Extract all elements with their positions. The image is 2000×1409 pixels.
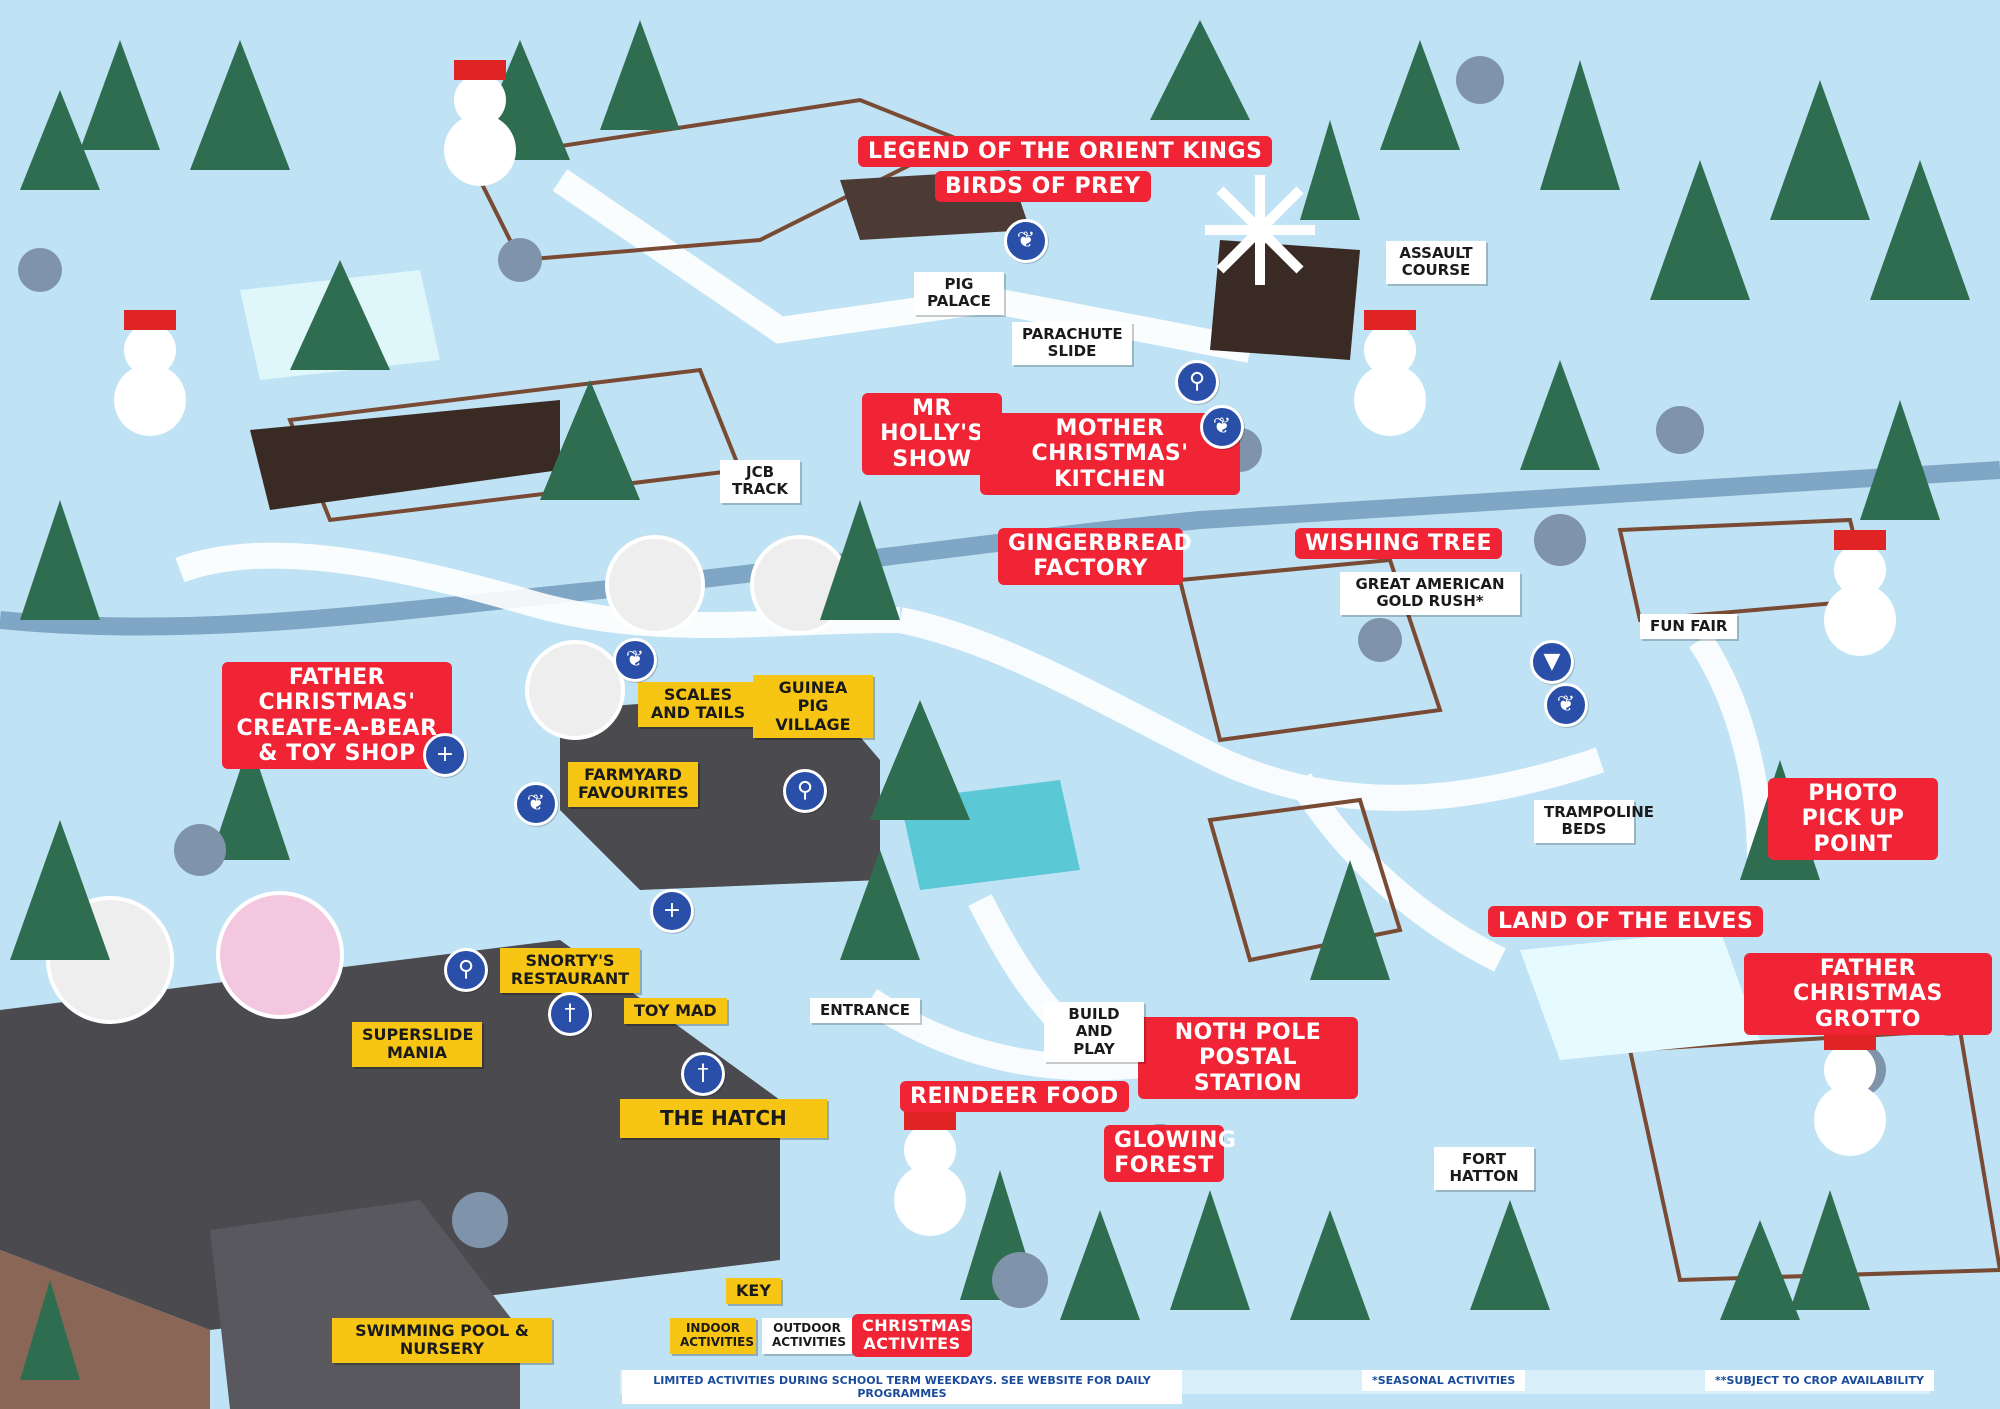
label-father-christmas-create-a-bear[interactable]: Father Christmas' Create-a-Bear & Toy Sh… [222,662,452,770]
snowflake-sculpture [1205,175,1315,285]
hand-wash-icon: ❦ [1544,683,1588,727]
label-fun-fair[interactable]: Fun Fair [1640,614,1738,640]
label-mother-christmas-kitchen[interactable]: Mother Christmas' Kitchen [980,413,1240,495]
label-land-of-the-elves[interactable]: Land of the Elves [1488,906,1764,938]
key-indoor: Indoor Activities [670,1318,756,1354]
label-legend-orient-kings[interactable]: Legend of the Orient Kings [858,136,1273,168]
footer-seasonal: *Seasonal activities [1362,1370,1526,1391]
label-birds-of-prey[interactable]: Birds of Prey [935,171,1151,203]
label-fort-hatton[interactable]: Fort Hatton [1434,1147,1534,1190]
first-aid-icon: + [650,889,694,933]
label-trampoline-beds[interactable]: Trampoline Beds [1534,800,1654,843]
label-the-hatch[interactable]: The Hatch [620,1099,827,1138]
label-build-and-play[interactable]: Build and Play [1044,1002,1144,1062]
label-pig-palace[interactable]: Pig Palace [914,272,1004,315]
restaurant-icon: † [548,992,592,1036]
hand-wash-icon: ❦ [1004,219,1048,263]
hand-wash-icon: ❦ [1200,405,1244,449]
label-scales-and-tails[interactable]: Scales and Tails [638,682,758,727]
label-assault-course[interactable]: Assault Course [1386,241,1486,284]
hand-wash-icon: ❦ [613,638,657,682]
label-north-pole-postal-station[interactable]: Noth Pole Postal Station [1138,1017,1358,1099]
key-christmas: Christmas Activites [852,1314,972,1357]
label-father-christmas-grotto[interactable]: Father Christmas Grotto [1744,953,1992,1035]
footpaths [175,169,1773,1081]
buildings [0,170,1760,1409]
key-title: Key [726,1278,781,1305]
footer-crop: **Subject to crop availability [1705,1370,1934,1391]
label-wishing-tree[interactable]: Wishing Tree [1295,528,1503,560]
river [0,461,2000,636]
label-jcb-track[interactable]: JCB Track [720,460,800,503]
label-swimming-pool-nursery[interactable]: Swimming Pool & Nursery [332,1318,552,1363]
label-great-american-gold-rush[interactable]: Great American Gold Rush* [1340,572,1520,615]
label-reindeer-food[interactable]: Reindeer Food [900,1081,1129,1113]
toilets-icon: ⚲ [444,948,488,992]
label-entrance[interactable]: Entrance [810,998,920,1024]
label-superslide-mania[interactable]: Superslide Mania [352,1022,482,1067]
label-guinea-pig-village[interactable]: Guinea Pig Village [753,675,873,739]
label-gingerbread-factory[interactable]: Gingerbread Factory [998,528,1192,585]
snowmen [114,60,1896,1236]
key-outdoor: Outdoor Activities [762,1318,852,1354]
label-mr-hollys-show[interactable]: Mr Holly's Show [862,393,1002,475]
label-farmyard-favourites[interactable]: Farmyard Favourites [568,762,698,807]
label-photo-pick-up-point[interactable]: Photo Pick Up Point [1768,778,1938,860]
restaurant-icon: † [681,1052,725,1096]
toilets-icon: ⚲ [783,769,827,813]
toilets-icon: ⚲ [1175,360,1219,404]
label-glowing-forest[interactable]: Glowing Forest [1104,1125,1236,1182]
label-parachute-slide[interactable]: Parachute Slide [1012,322,1132,365]
footer-limited-activities: Limited activities during school term we… [622,1370,1182,1404]
hand-wash-icon: ❦ [514,782,558,826]
label-toy-mad[interactable]: Toy Mad [624,998,727,1025]
ice-cream-icon: ▼ [1530,640,1574,684]
label-snortys-restaurant[interactable]: Snorty's Restaurant [500,948,640,993]
first-aid-icon: + [423,733,467,777]
trees [10,20,1970,1380]
